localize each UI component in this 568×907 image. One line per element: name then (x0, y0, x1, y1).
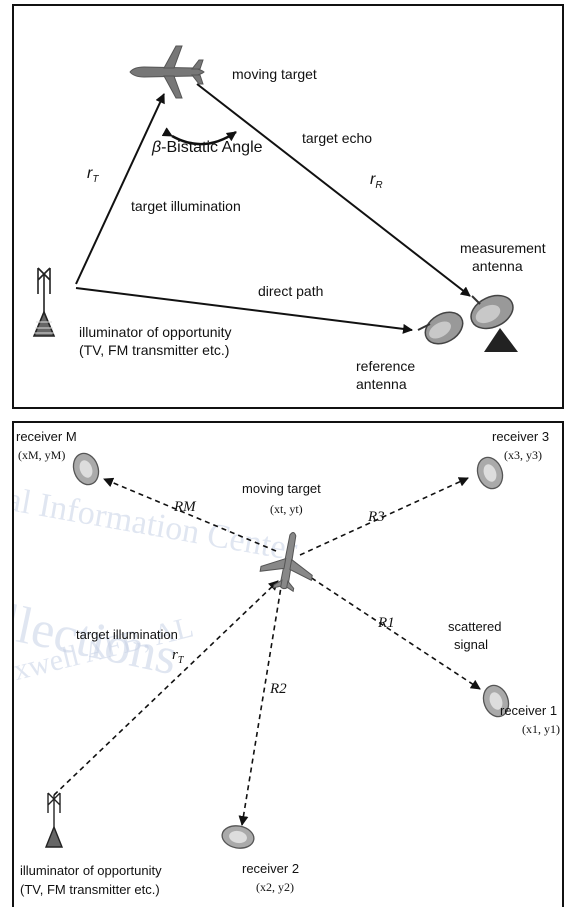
bistatic-angle-arc (161, 127, 237, 146)
reference-antenna-label-2: antenna (356, 376, 407, 392)
top-diagram-graphics (32, 45, 518, 352)
bistatic-angle-label: β-Bistatic Angle (152, 139, 263, 157)
moving-target-label: moving target (232, 66, 317, 82)
reference-antenna-label-1: reference (356, 358, 416, 374)
transmitter-antenna-icon (44, 792, 64, 848)
r-t-label: rT (87, 166, 98, 188)
moving-target-label: moving target (242, 481, 321, 496)
target-illumination-arrow (75, 93, 165, 285)
target-echo-label: target echo (302, 130, 373, 146)
receiver-m-coordinates: (xM, yM) (18, 448, 66, 462)
direct-path-label: direct path (258, 283, 324, 299)
reference-antenna-icon (417, 311, 464, 345)
r-t-symbol: r (172, 647, 178, 663)
multistatic-radar-diagram: al Information Center llections xwell AF… (12, 421, 564, 907)
r3-dashed-arrow (299, 477, 469, 556)
illuminator-label-1: illuminator of opportunity (79, 324, 232, 340)
receiver-2-dish-icon (221, 825, 255, 849)
measurement-antenna-icon (470, 294, 518, 352)
receiver-1-dish-icon (482, 684, 510, 718)
receiver-2-coordinates: (x2, y2) (256, 880, 294, 894)
receiver-m-label: receiver M (16, 429, 77, 444)
r-t-subscript: T (177, 655, 184, 666)
target-echo-arrow (196, 83, 471, 297)
receiver-1-coordinates: (x1, y1) (522, 722, 560, 736)
bistatic-radar-diagram: moving target target echo β-Bistatic Ang… (12, 4, 564, 409)
receiver-3-label: receiver 3 (492, 429, 550, 444)
receiver-3-dish-icon (476, 456, 504, 490)
r2-label: R2 (270, 681, 287, 697)
r-r-symbol: r (370, 171, 376, 188)
target-coordinates: (xt, yt) (270, 502, 303, 516)
receiver-3-coordinates: (x3, y3) (504, 448, 542, 462)
measurement-antenna-label-2: antenna (472, 258, 523, 274)
illuminator-label-1: illuminator of opportunity (20, 863, 162, 878)
receiver-m-dish-icon (72, 452, 100, 486)
illuminator-label-2: (TV, FM transmitter etc.) (20, 882, 160, 897)
transmitter-antenna-icon (32, 267, 56, 337)
target-illumination-label: target illumination (76, 627, 178, 642)
r3-label: R3 (368, 509, 385, 525)
rm-label: RM (174, 499, 196, 515)
airplane-icon (129, 45, 205, 99)
r1-label: R1 (378, 615, 395, 631)
r-r-subscript: R (375, 180, 383, 192)
rm-dashed-arrow (103, 477, 277, 552)
receiver-2-label: receiver 2 (242, 861, 300, 876)
bottom-diagram-graphics (44, 452, 510, 849)
bistatic-angle-text: -Bistatic Angle (161, 139, 263, 156)
scattered-signal-label-2: signal (454, 637, 488, 652)
r2-dashed-arrow (238, 580, 283, 826)
r1-dashed-arrow (303, 572, 481, 690)
measurement-antenna-label-1: measurement (460, 240, 546, 256)
r-t-symbol: r (87, 165, 93, 182)
beta-symbol: β (152, 139, 162, 156)
r-r-label: rR (370, 172, 383, 194)
direct-path-arrow (75, 287, 413, 334)
target-illumination-dashed-arrow (53, 580, 279, 796)
receiver-1-label: receiver 1 (500, 703, 558, 718)
scattered-signal-label-1: scattered (448, 619, 502, 634)
target-illumination-label: target illumination (131, 198, 241, 214)
r-t-subscript: T (92, 174, 99, 186)
illuminator-label-2: (TV, FM transmitter etc.) (79, 342, 230, 358)
airplane-top-view-icon (259, 531, 313, 593)
r-t-label: rT (172, 647, 183, 669)
